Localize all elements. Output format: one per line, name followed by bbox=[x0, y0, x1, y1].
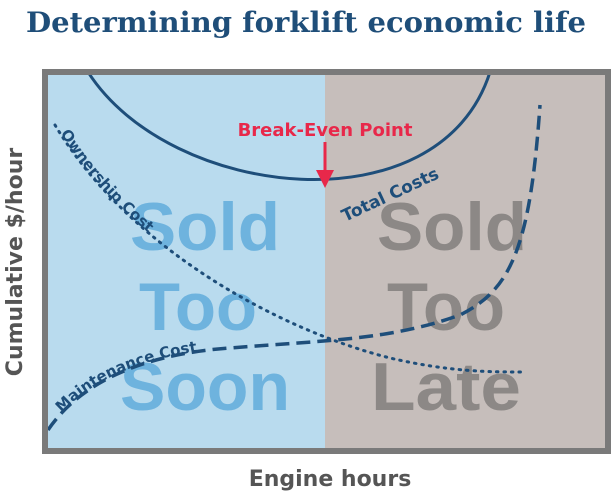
sold-too-late-region bbox=[325, 72, 608, 451]
region-soon-line-1: Sold bbox=[130, 189, 280, 265]
x-axis-label: Engine hours bbox=[249, 467, 412, 492]
plot-frame bbox=[42, 69, 611, 454]
sold-too-soon-label: Sold Too Soon bbox=[120, 189, 290, 425]
region-late-line-2: Too bbox=[387, 269, 505, 345]
region-late-line-1: Sold bbox=[377, 189, 527, 265]
chart-title: Determining forklift economic life bbox=[26, 6, 586, 39]
region-soon-line-3: Soon bbox=[120, 349, 290, 425]
ownership-cost-line bbox=[53, 123, 527, 374]
break-even-arrow bbox=[316, 142, 334, 188]
maintenance-cost-line bbox=[46, 104, 542, 431]
y-axis-label: Cumulative $/hour bbox=[3, 148, 28, 377]
sold-too-late-label: Sold Too Late bbox=[371, 189, 527, 425]
region-late-line-3: Late bbox=[371, 349, 521, 425]
region-soon-line-2: Too bbox=[139, 269, 257, 345]
break-even-label: Break-Even Point bbox=[238, 120, 413, 141]
total-costs-line bbox=[86, 72, 492, 182]
